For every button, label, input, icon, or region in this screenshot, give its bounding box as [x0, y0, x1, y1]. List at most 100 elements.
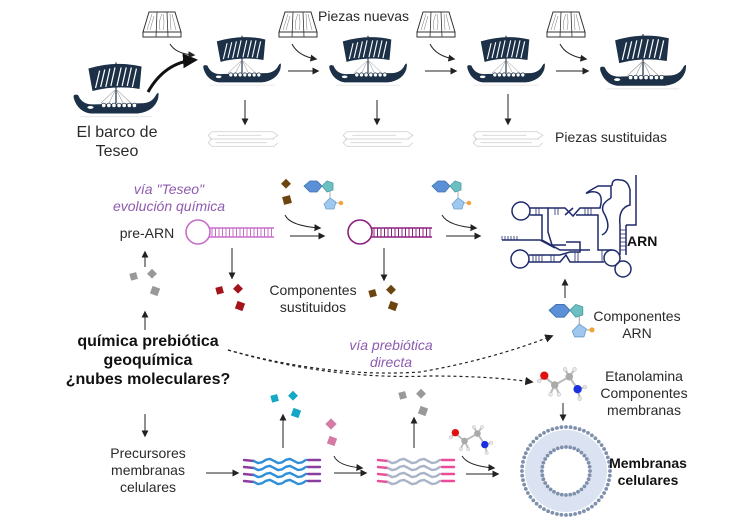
lipid-headgroup	[376, 479, 390, 484]
lipid-head	[605, 482, 610, 487]
lipid-headgroup	[376, 458, 390, 463]
rna-structure-icon	[501, 175, 637, 278]
lipid-head	[604, 451, 609, 455]
lipid-head	[596, 498, 601, 503]
arrow	[333, 455, 364, 472]
rna-section	[129, 175, 637, 417]
lipid-head	[607, 478, 611, 482]
lipid-head	[520, 469, 524, 473]
dashed-arrow-to-rna-components	[227, 334, 554, 374]
nucleotide-icon	[548, 303, 596, 338]
lipid-head	[545, 484, 550, 489]
cell-membranes-label: Membranas celulares	[609, 455, 687, 488]
lipid-head	[521, 460, 525, 464]
lipid-head	[548, 487, 553, 492]
lipid-head	[573, 512, 577, 516]
lipid-head	[542, 507, 546, 511]
lipid-head	[522, 455, 527, 460]
membrane-precursors-label: Precursores membranas celulares	[110, 445, 186, 495]
lipid-head	[590, 433, 594, 438]
replaced-pieces-label: Piezas sustituidas	[555, 129, 668, 145]
lipid-tail	[386, 471, 442, 479]
nucleotide-icon	[431, 180, 472, 210]
lipid-head	[548, 450, 553, 455]
lipid-head	[538, 433, 542, 438]
viking-ship-icon-original	[72, 61, 160, 118]
lipid-tail	[252, 478, 308, 486]
lipid-head	[579, 487, 584, 492]
lipid-head	[540, 464, 545, 469]
pre-rna-hairpin-icon	[185, 219, 274, 245]
viking-ship-icon-stage-3	[466, 35, 546, 86]
lipid-head	[573, 426, 577, 430]
lipid-head	[572, 491, 577, 496]
lipid-head	[564, 425, 568, 429]
lipid-head	[582, 428, 586, 433]
lipid-head	[520, 473, 525, 478]
lipid-head	[555, 426, 559, 430]
lipid-head	[531, 498, 536, 503]
lipid-head	[552, 489, 556, 494]
lipid-head	[586, 460, 591, 465]
lipid-head	[604, 487, 609, 491]
lipid-head	[564, 445, 568, 449]
lipid-head	[582, 509, 586, 514]
viking-ship-icon-final	[599, 33, 687, 90]
lipid-head	[607, 460, 611, 464]
lipid-head	[596, 439, 601, 444]
chemical-evolution-path-label: vía "Teseo" evolución química	[112, 181, 226, 214]
discarded-plank-icon	[207, 131, 279, 147]
lipid-head	[555, 446, 560, 451]
lipid-head	[608, 469, 612, 473]
lipid-head	[523, 487, 528, 491]
cyan-components	[270, 390, 302, 419]
lipid-head	[605, 455, 610, 460]
lipid-tail	[386, 464, 442, 472]
lipid-headgroup	[242, 479, 256, 484]
lipid-head	[545, 453, 550, 458]
ethanolamine-molecule-icon	[536, 366, 588, 402]
lipid-head	[586, 477, 591, 482]
lipid-head	[572, 446, 577, 451]
lipid-head	[582, 453, 587, 458]
gray-components	[129, 268, 429, 417]
lipid-head	[559, 492, 564, 497]
lipid-head	[541, 477, 546, 482]
lipid-head	[543, 457, 548, 461]
lipid-head	[540, 473, 545, 478]
arrow	[461, 455, 496, 472]
lipid-head	[526, 491, 530, 495]
lipid-head	[579, 450, 584, 455]
ship-section	[72, 11, 687, 147]
lipid-head	[523, 451, 528, 455]
lipid-head	[568, 492, 573, 497]
lipid-tail	[252, 464, 308, 472]
lipid-tail	[252, 457, 308, 465]
wood-plank-icon	[278, 11, 318, 38]
lipid-head	[528, 443, 533, 447]
nucleotide-icon	[303, 180, 344, 210]
lipid-head	[546, 428, 550, 433]
viking-ship-icon-stage-2	[328, 35, 408, 86]
arrow	[284, 214, 322, 232]
red-components	[215, 283, 246, 312]
pre-rna-label: pre-ARN	[119, 225, 175, 241]
lipid-head	[587, 464, 592, 469]
replaced-components-label: Componentes sustituidos	[269, 282, 357, 315]
rna-components-label: Componentes ARN	[593, 308, 681, 341]
lipid-head	[590, 504, 594, 509]
lipid-headgroup	[376, 472, 390, 477]
lipid-head	[522, 482, 527, 487]
direct-prebiotic-path-label: vía prebiótica directa	[349, 337, 433, 370]
lipid-head	[550, 427, 555, 432]
dashed-arrow-to-ethanolamine	[227, 349, 534, 386]
discarded-plank-icon	[342, 131, 414, 147]
lipid-head	[555, 512, 559, 516]
discarded-plank-icon	[472, 131, 544, 147]
lipid-head	[568, 425, 573, 430]
wood-plank-icon	[142, 11, 182, 38]
lipid-head	[543, 481, 548, 485]
lipid-head	[607, 473, 612, 478]
lipid-head	[607, 464, 612, 469]
lipid-head	[586, 507, 590, 511]
